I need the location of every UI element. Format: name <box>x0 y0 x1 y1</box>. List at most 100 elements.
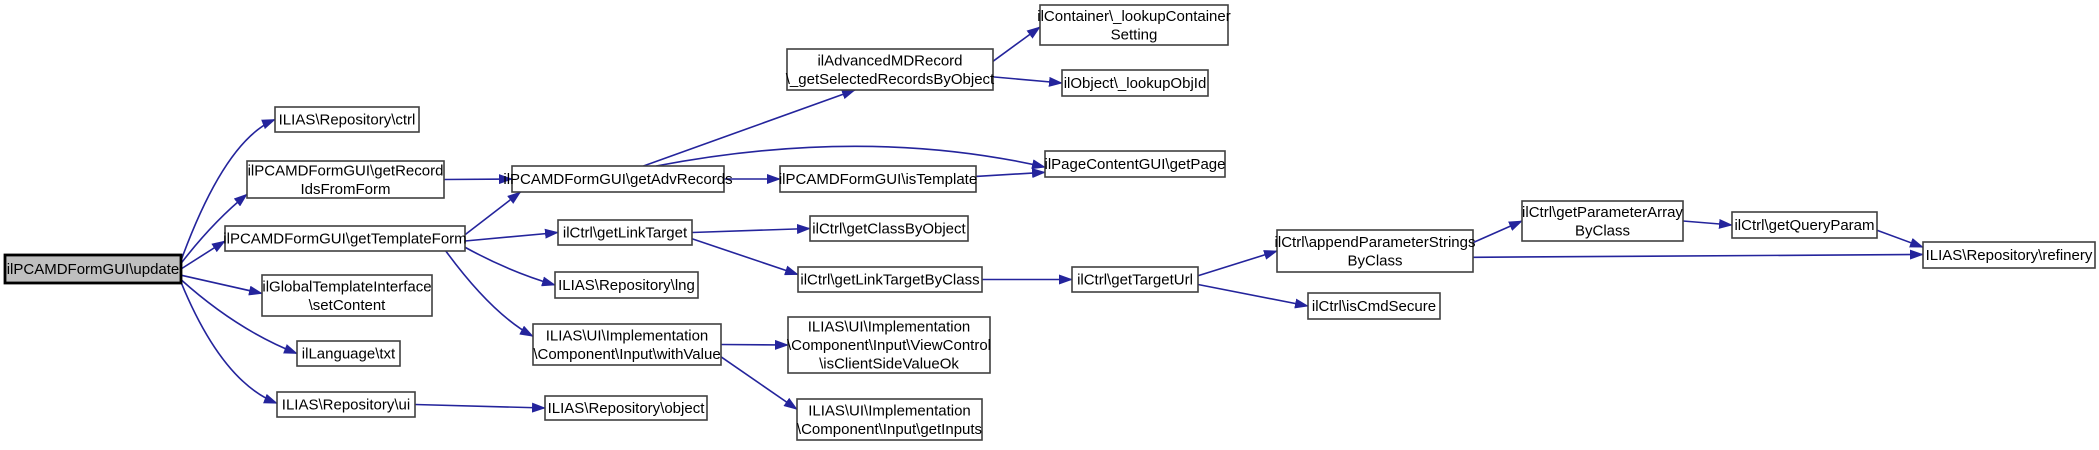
node-box-gqp[interactable] <box>1731 211 1878 239</box>
edge-wv-to-gi <box>720 356 798 410</box>
node-label-ui: ILIAS\Repository\ui <box>282 397 410 414</box>
node-update[interactable]: ilPCAMDFormGUI\update <box>3 253 183 285</box>
edge-gtu-to-apsbc <box>1197 250 1278 277</box>
node-ui[interactable]: ILIAS\Repository\ui <box>276 391 416 418</box>
node-gqp[interactable]: ilCtrl\getQueryParam <box>1731 211 1878 239</box>
edge-gpabc-to-gqp <box>1682 218 1733 229</box>
edge-gsr-to-loi <box>992 76 1063 87</box>
edge-gtf-to-wv <box>445 250 534 338</box>
node-box-gpabc[interactable] <box>1521 200 1684 242</box>
node-box-gi[interactable] <box>796 398 983 441</box>
node-label-setc: ilGlobalTemplateInterface\setContent <box>262 278 431 314</box>
node-label-gp: ilPageContentGUI\getPage <box>1045 156 1226 173</box>
node-label-gtu: ilCtrl\getTargetUrl <box>1077 272 1193 289</box>
edge-ist-to-gp <box>975 168 1046 179</box>
node-gp[interactable]: ilPageContentGUI\getPage <box>1044 150 1226 178</box>
edge-gtu-to-ics <box>1197 283 1309 309</box>
node-box-ui[interactable] <box>276 391 416 418</box>
node-ist[interactable]: ilPCAMDFormGUI\isTemplate <box>779 165 977 193</box>
node-ctrl[interactable]: ILIAS\Repository\ctrl <box>274 106 420 133</box>
node-gi[interactable]: ILIAS\UI\Implementation\Component\Input\… <box>796 398 983 441</box>
node-icsv[interactable]: ILIAS\UI\Implementation\Component\Input\… <box>787 316 991 374</box>
node-label-gcbo: ilCtrl\getClassByObject <box>812 221 966 238</box>
node-box-gsr[interactable] <box>786 48 994 91</box>
node-label-icsv: ILIAS\UI\Implementation\Component\Input\… <box>787 319 991 373</box>
edge-gqp-to-ref <box>1876 229 1924 248</box>
node-gltbc[interactable]: ilCtrl\getLinkTargetByClass <box>797 266 983 293</box>
node-txt[interactable]: ilLanguage\txt <box>296 340 401 367</box>
node-box-ctrl[interactable] <box>274 106 420 133</box>
node-label-lng: ILIAS\Repository\lng <box>558 277 695 294</box>
edge-update-to-ui <box>180 281 278 404</box>
node-gar[interactable]: ilPCAMDFormGUI\getAdvRecords <box>503 165 733 193</box>
node-ref[interactable]: ILIAS\Repository\refinery <box>1922 241 2096 269</box>
node-label-gar: ilPCAMDFormGUI\getAdvRecords <box>503 171 732 188</box>
node-box-glt[interactable] <box>557 219 693 246</box>
edge-gtf-to-lng <box>464 246 556 287</box>
edge-wv-to-icsv <box>720 339 789 350</box>
node-label-update: ilPCAMDFormGUI\update <box>7 261 180 278</box>
edge-apsbc-to-ref <box>1472 249 1924 260</box>
node-obj[interactable]: ILIAS\Repository\object <box>544 395 708 421</box>
node-label-ctrl: ILIAS\Repository\ctrl <box>279 112 416 129</box>
node-box-gp[interactable] <box>1044 150 1226 178</box>
node-box-update[interactable] <box>3 253 183 285</box>
node-box-lng[interactable] <box>554 271 699 299</box>
node-box-obj[interactable] <box>544 395 708 421</box>
node-box-grif[interactable] <box>246 160 445 199</box>
node-box-gtu[interactable] <box>1071 266 1199 293</box>
node-box-gcbo[interactable] <box>809 215 969 242</box>
node-box-wv[interactable] <box>532 323 722 366</box>
node-glt[interactable]: ilCtrl\getLinkTarget <box>557 219 693 246</box>
node-gtu[interactable]: ilCtrl\getTargetUrl <box>1071 266 1199 293</box>
node-box-setc[interactable] <box>261 274 433 317</box>
node-box-loi[interactable] <box>1061 69 1209 97</box>
node-box-lcs[interactable] <box>1039 4 1229 46</box>
edge-update-to-grif <box>180 193 248 264</box>
node-box-icsv[interactable] <box>787 316 991 374</box>
node-loi[interactable]: ilObject\_lookupObjId <box>1061 69 1209 97</box>
node-label-glt: ilCtrl\getLinkTarget <box>563 225 688 242</box>
node-gsr[interactable]: ilAdvancedMDRecord\_getSelectedRecordsBy… <box>786 48 995 91</box>
edge-update-to-txt <box>180 279 298 355</box>
node-box-ref[interactable] <box>1922 241 2096 269</box>
node-box-ics[interactable] <box>1307 292 1441 320</box>
edge-glt-to-gltbc <box>691 237 799 276</box>
node-ics[interactable]: ilCtrl\isCmdSecure <box>1307 292 1441 320</box>
edge-glt-to-gcbo <box>691 223 811 234</box>
node-box-apsbc[interactable] <box>1276 229 1474 273</box>
node-lng[interactable]: ILIAS\Repository\lng <box>554 271 699 299</box>
node-box-txt[interactable] <box>296 340 401 367</box>
node-box-ist[interactable] <box>779 165 977 193</box>
node-label-ics: ilCtrl\isCmdSecure <box>1312 298 1436 315</box>
edge-update-to-gtf <box>180 240 226 270</box>
edge-gtf-to-glt <box>464 228 559 242</box>
edge-gtf-to-gar <box>464 191 522 236</box>
node-box-gar[interactable] <box>511 165 725 193</box>
nodes-group: ilPCAMDFormGUI\update ILIAS\Repository\ct… <box>3 4 2096 441</box>
node-label-gqp: ilCtrl\getQueryParam <box>1734 217 1874 234</box>
node-gcbo[interactable]: ilCtrl\getClassByObject <box>809 215 969 242</box>
node-label-obj: ILIAS\Repository\object <box>548 400 706 417</box>
edge-update-to-setc <box>180 274 263 296</box>
node-wv[interactable]: ILIAS\UI\Implementation\Component\Input\… <box>532 323 722 366</box>
node-box-gltbc[interactable] <box>797 266 983 293</box>
node-label-txt: ilLanguage\txt <box>302 346 396 363</box>
node-gtf[interactable]: ilPCAMDFormGUI\getTemplateForm <box>223 225 467 252</box>
node-setc[interactable]: ilGlobalTemplateInterface\setContent <box>261 274 433 317</box>
edge-apsbc-to-gpabc <box>1472 220 1523 244</box>
node-box-gtf[interactable] <box>224 225 466 252</box>
edge-update-to-ctrl <box>180 118 276 261</box>
edge-gar-to-gsr <box>643 89 856 167</box>
node-label-loi: ilObject\_lookupObjId <box>1064 75 1207 92</box>
